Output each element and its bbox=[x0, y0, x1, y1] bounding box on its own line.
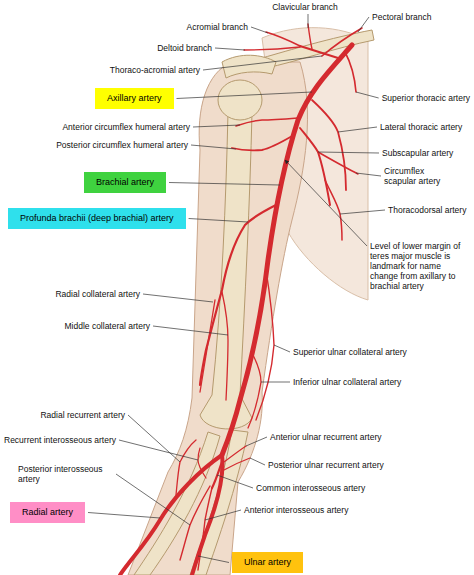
anterior-ulnar-recurrent-vessel bbox=[224, 446, 246, 462]
artery-label: Deltoid branch bbox=[157, 43, 212, 53]
radial-artery-vessel bbox=[120, 455, 222, 575]
artery-label: Posterior interosseous artery bbox=[18, 464, 113, 484]
leader-line bbox=[250, 458, 265, 465]
ulnar-artery-vessel bbox=[192, 455, 223, 575]
leader-line bbox=[261, 382, 290, 383]
artery-label: Anterior circumflex humeral artery bbox=[62, 122, 190, 132]
leader-line bbox=[189, 219, 248, 223]
subscapular-vessel bbox=[300, 128, 330, 205]
leader-line bbox=[356, 173, 381, 176]
acromial-vessel bbox=[266, 32, 300, 46]
artery-label: Recurrent interosseous artery bbox=[4, 435, 116, 445]
artery-label: Anterior ulnar recurrent artery bbox=[270, 432, 382, 442]
artery-label: Thoraco-acromial artery bbox=[110, 65, 200, 75]
artery-label: Radial recurrent artery bbox=[40, 410, 125, 420]
artery-label: Level of lower margin of teres major mus… bbox=[370, 241, 470, 291]
main-artery bbox=[222, 45, 352, 455]
box-label: Axillary artery bbox=[107, 93, 162, 104]
leader-line bbox=[169, 183, 280, 186]
humerus-head bbox=[218, 80, 262, 120]
leader-line bbox=[217, 475, 253, 488]
leader-line bbox=[246, 437, 267, 446]
leader-line bbox=[308, 14, 309, 28]
artery-label: Posterior circumflex humeral artery bbox=[56, 140, 188, 150]
box-label: Profunda brachii (deep brachial) artery bbox=[20, 213, 174, 224]
artery-label: Thoracodorsal artery bbox=[388, 205, 466, 215]
artery-label: Clavicular branch bbox=[272, 2, 338, 12]
leader-line bbox=[119, 440, 198, 460]
artery-label: Common interosseous artery bbox=[256, 483, 365, 493]
leader-line bbox=[274, 345, 290, 352]
artery-label: Pectoral branch bbox=[372, 12, 432, 22]
posterior-interosseous-vessel bbox=[180, 486, 210, 560]
artery-label: Subscapular artery bbox=[382, 148, 453, 158]
leader-line bbox=[203, 56, 322, 70]
posterior-circumflex-vessel bbox=[232, 135, 294, 150]
artery-label: Posterior ulnar recurrent artery bbox=[268, 460, 384, 470]
radial-collateral-vessel bbox=[200, 300, 215, 392]
leader-line bbox=[338, 127, 377, 132]
arm-skin bbox=[128, 62, 308, 575]
radial-recurrent-vessel bbox=[176, 440, 196, 495]
artery-label: Circumflex scapular artery bbox=[384, 166, 456, 186]
lateral-thoracic-vessel bbox=[312, 100, 346, 190]
superior-thoracic-vessel bbox=[345, 52, 356, 92]
artery-label: Middle collateral artery bbox=[64, 321, 150, 331]
artery-label: Lateral thoracic artery bbox=[380, 122, 462, 132]
highlight-box: Profunda brachii (deep brachial) artery bbox=[8, 208, 186, 229]
leader-line bbox=[205, 510, 241, 520]
leader-line bbox=[128, 415, 180, 462]
profunda-vessel bbox=[200, 205, 276, 385]
artery-label: Superior thoracic artery bbox=[382, 93, 470, 103]
artery-label: Inferior ulnar collateral artery bbox=[293, 377, 401, 387]
leader-line bbox=[285, 160, 367, 246]
circumflex-scapular-vessel bbox=[318, 152, 358, 174]
leader-line bbox=[198, 556, 229, 563]
pectoral-vessel bbox=[322, 28, 362, 56]
leader-line bbox=[356, 92, 379, 98]
leader-line bbox=[153, 326, 228, 335]
leader-line bbox=[358, 17, 369, 32]
artery-label: Radial collateral artery bbox=[55, 289, 140, 299]
highlight-box: Ulnar artery bbox=[232, 552, 303, 573]
clavicular-vessel bbox=[308, 24, 312, 49]
leader-line bbox=[143, 294, 213, 302]
middle-collateral-vessel bbox=[222, 292, 228, 400]
anterior-circumflex-vessel bbox=[236, 118, 298, 126]
leader-line bbox=[177, 92, 312, 99]
thoracodorsal-vessel bbox=[325, 180, 342, 240]
highlight-box: Radial artery bbox=[10, 502, 85, 523]
box-label: Radial artery bbox=[22, 507, 73, 518]
artery-label: Anterior interosseous artery bbox=[244, 505, 348, 515]
leader-line bbox=[191, 145, 236, 149]
leader-line bbox=[251, 27, 268, 33]
leader-line bbox=[340, 210, 385, 214]
deltoid-vessel bbox=[244, 47, 300, 50]
highlight-box: Brachial artery bbox=[84, 172, 166, 193]
recurrent-interosseous-vessel bbox=[198, 448, 206, 478]
highlight-box: Axillary artery bbox=[95, 88, 174, 109]
leader-line bbox=[318, 152, 379, 153]
inferior-ulnar-collateral-vessel bbox=[248, 355, 261, 428]
leader-line bbox=[193, 125, 240, 127]
artery-label: Superior ulnar collateral artery bbox=[293, 347, 407, 357]
leader-line bbox=[215, 48, 245, 50]
box-label: Brachial artery bbox=[96, 177, 154, 188]
box-label: Ulnar artery bbox=[244, 557, 291, 568]
posterior-ulnar-recurrent-vessel bbox=[224, 458, 250, 470]
superior-ulnar-collateral-vessel bbox=[256, 270, 274, 420]
artery-label: Acromial branch bbox=[187, 22, 248, 32]
leader-line bbox=[88, 513, 160, 519]
